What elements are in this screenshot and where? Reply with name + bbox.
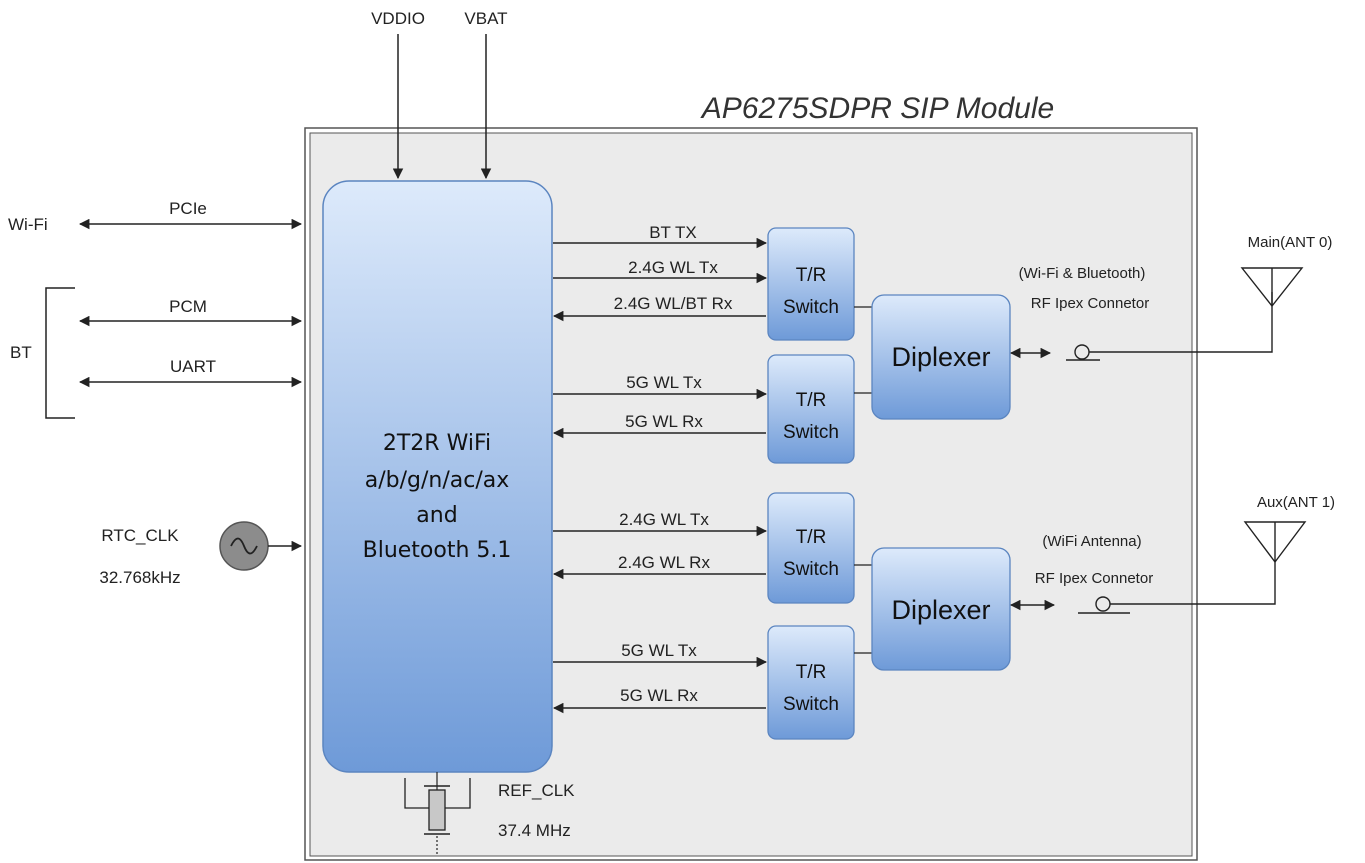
crystal-icon xyxy=(428,789,446,831)
ref-clk-label: REF_CLK xyxy=(498,781,575,800)
main-antenna-icon xyxy=(1240,267,1304,308)
tr-switch-label-1: T/R xyxy=(796,662,827,683)
tr-switch-box xyxy=(767,354,855,464)
tr-switch-label-2: Switch xyxy=(783,297,839,318)
uart-label: UART xyxy=(170,357,216,376)
vbat-label: VBAT xyxy=(464,9,507,28)
sine-wave-icon xyxy=(230,537,258,555)
vddio-label: VDDIO xyxy=(371,9,425,28)
wl24-tx-1-label: 2.4G WL Tx xyxy=(628,258,718,277)
aux-antenna-icon xyxy=(1243,521,1307,564)
pcm-label: PCM xyxy=(169,297,207,316)
main-antenna-name: Main(ANT 0) xyxy=(1248,234,1333,251)
tr-switch-box xyxy=(767,492,855,604)
tr-switch-3: T/R Switch xyxy=(767,492,855,604)
main-antenna-note: (Wi-Fi & Bluetooth) xyxy=(1019,265,1146,282)
aux-antenna-feed xyxy=(1110,560,1276,605)
bt-bracket xyxy=(45,287,75,419)
tr-switch-box xyxy=(767,625,855,740)
module-frame-outer xyxy=(304,127,1198,861)
wl5-rx-2-label: 5G WL Rx xyxy=(620,686,698,705)
rtc-clk-label: RTC_CLK xyxy=(101,526,179,545)
tr-switch-label-2: Switch xyxy=(783,422,839,443)
wl24-rx-2-label: 2.4G WL Rx xyxy=(618,553,710,572)
wlbt24-rx-label: 2.4G WL/BT Rx xyxy=(614,294,733,313)
chip-line-2: a/b/g/n/ac/ax xyxy=(365,468,510,493)
diplexer-label: Diplexer xyxy=(891,342,990,372)
wl5-rx-1-label: 5G WL Rx xyxy=(625,412,703,431)
bt-host-label: BT xyxy=(10,343,32,362)
tr-switch-label-1: T/R xyxy=(796,527,827,548)
tr-switch-label-1: T/R xyxy=(796,265,827,286)
pcie-label: PCIe xyxy=(169,199,207,218)
chip-line-1: 2T2R WiFi xyxy=(383,431,491,456)
aux-antenna-note: (WiFi Antenna) xyxy=(1042,533,1141,550)
tr-switch-1: T/R Switch xyxy=(767,227,855,341)
tr-switch-2: T/R Switch xyxy=(767,354,855,464)
tr-switch-label-1: T/R xyxy=(796,390,827,411)
diplexer-label: Diplexer xyxy=(891,595,990,625)
wl5-tx-2-label: 5G WL Tx xyxy=(621,641,697,660)
tr-switch-box xyxy=(767,227,855,341)
ref-clk-freq: 37.4 MHz xyxy=(498,821,571,840)
tr-switch-label-2: Switch xyxy=(783,694,839,715)
main-antenna-feed xyxy=(1089,292,1273,353)
diplexer-1: Diplexer xyxy=(871,294,1011,420)
wl24-tx-2-label: 2.4G WL Tx xyxy=(619,510,709,529)
tr-switch-4: T/R Switch xyxy=(767,625,855,740)
chip-line-3: and xyxy=(416,503,457,528)
bt-tx-label: BT TX xyxy=(649,223,697,242)
wl5-tx-1-label: 5G WL Tx xyxy=(626,373,702,392)
chip-line-4: Bluetooth 5.1 xyxy=(363,538,512,563)
module-title: AP6275SDPR SIP Module xyxy=(700,92,1054,125)
wifi-host-label: Wi-Fi xyxy=(8,215,48,234)
main-connector-label: RF Ipex Connetor xyxy=(1031,295,1149,312)
aux-connector-label: RF Ipex Connetor xyxy=(1035,570,1153,587)
aux-antenna-name: Aux(ANT 1) xyxy=(1257,494,1335,511)
rtc-clk-freq: 32.768kHz xyxy=(99,568,180,587)
tr-switch-label-2: Switch xyxy=(783,559,839,580)
diplexer-2: Diplexer xyxy=(871,547,1011,671)
